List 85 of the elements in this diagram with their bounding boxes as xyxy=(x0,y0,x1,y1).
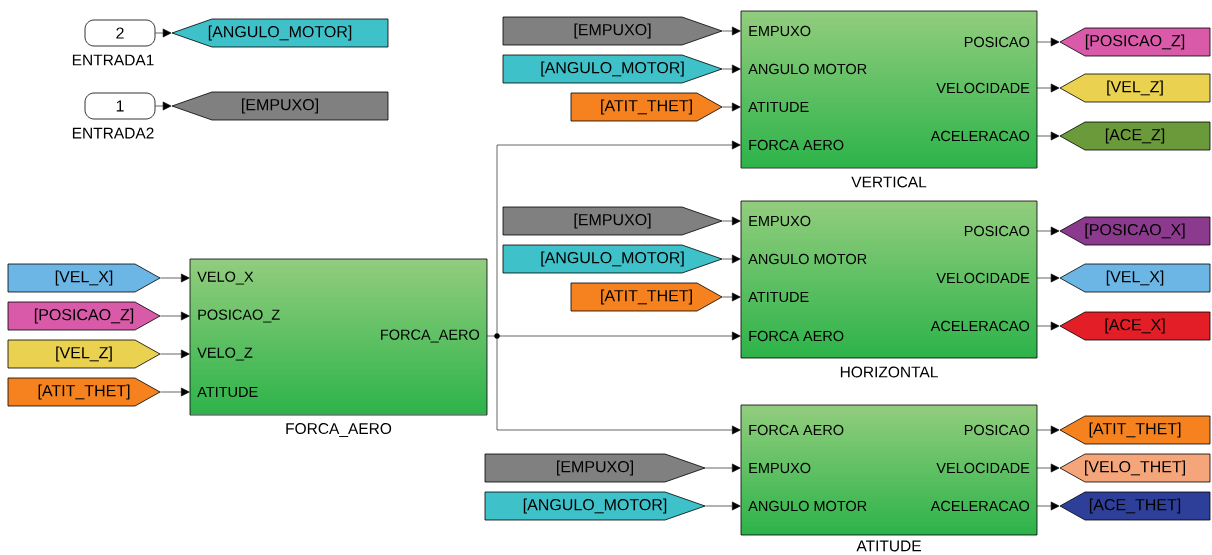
inport-block: 2 xyxy=(84,19,156,47)
node-label: ATITUDE xyxy=(748,291,809,303)
signal-tag: [ANGULO_MOTOR] xyxy=(484,491,706,521)
subsystem-block: EMPUXO ANGULO MOTOR ATITUDE FORCA AERO POSICAO VELOCIDADE ACELERACAO xyxy=(740,200,1038,359)
signal-tag: [VEL_Z] xyxy=(1059,73,1211,103)
subsystem-block: VELO_X POSICAO_Z VELO_Z ATITUDE FORCA_AERO xyxy=(189,258,488,416)
block-name: ENTRADA2 xyxy=(72,127,154,139)
signal-tag: [ANGULO_MOTOR] xyxy=(502,244,723,274)
arrow xyxy=(1036,37,1060,47)
signal-tag: [POSICAO_Z] xyxy=(1059,27,1211,57)
signal-tag: [POSICAO_X] xyxy=(1059,216,1211,246)
node-label: ACELERACAO xyxy=(930,320,1030,332)
signal-tag: [ATIT_THET] xyxy=(1059,415,1211,445)
signal-tag: [ACE_X] xyxy=(1059,311,1211,341)
signal-tag: [ATIT_THET] xyxy=(570,92,723,122)
signal-tag: [VEL_X] xyxy=(7,263,161,293)
arrow xyxy=(721,64,741,74)
arrow xyxy=(159,273,190,283)
block-name: FORCA_AERO xyxy=(286,423,392,437)
node-label: ATITUDE xyxy=(197,386,258,398)
arrow xyxy=(1036,273,1060,283)
arrow xyxy=(496,140,741,150)
signal-tag: [ATIT_THET] xyxy=(7,377,161,407)
block-name: HORIZONTAL xyxy=(840,366,938,378)
inport-block: 1 xyxy=(84,92,156,120)
node-label: ANGULO MOTOR xyxy=(748,63,867,75)
node-label: VELOCIDADE xyxy=(936,462,1030,474)
node-label: VELOCIDADE xyxy=(936,272,1030,284)
signal-tag: [VELO_THET] xyxy=(1059,453,1211,483)
signal-tag: [EMPUXO] xyxy=(502,206,723,236)
signal-tag: [EMPUXO] xyxy=(484,453,706,483)
signal-tag: [VEL_X] xyxy=(1059,263,1211,293)
arrow xyxy=(704,501,741,511)
node-label: VELO_Z xyxy=(197,347,253,361)
subsystem-block: EMPUXO ANGULO MOTOR ATITUDE FORCA AERO POSICAO VELOCIDADE ACELERACAO xyxy=(740,10,1038,169)
arrow xyxy=(1036,425,1060,435)
arrow xyxy=(721,26,741,36)
arrow xyxy=(1036,321,1060,331)
arrow xyxy=(155,28,172,38)
node-label: ATITUDE xyxy=(748,101,809,113)
arrow xyxy=(496,425,741,435)
node-label: POSICAO xyxy=(964,36,1030,48)
node-label: ACELERACAO xyxy=(930,130,1030,142)
block-name: ATITUDE xyxy=(856,540,921,552)
arrow xyxy=(1036,131,1060,141)
arrow xyxy=(721,102,741,112)
signal-tag: [ANGULO_MOTOR] xyxy=(502,54,723,84)
block-name: VERTICAL xyxy=(851,176,927,188)
signal-tag: [POSICAO_Z] xyxy=(7,301,161,331)
arrow xyxy=(159,311,190,321)
arrow xyxy=(1036,226,1060,236)
arrow xyxy=(721,254,741,264)
arrow xyxy=(721,292,741,302)
arrow xyxy=(155,101,172,111)
arrow xyxy=(159,349,190,359)
node-label: POSICAO xyxy=(964,424,1030,436)
node-label: FORCA AERO xyxy=(749,139,844,151)
node-label: EMPUXO xyxy=(749,215,811,227)
block-name: ENTRADA1 xyxy=(72,54,154,66)
signal-tag: [VEL_Z] xyxy=(7,339,161,369)
arrow xyxy=(1036,501,1060,511)
signal-tag: [ANGULO_MOTOR] xyxy=(171,18,389,48)
node-label: POSICAO_Z xyxy=(198,309,280,323)
signal-tag: [ATIT_THET] xyxy=(570,282,723,312)
node-label: VELOCIDADE xyxy=(936,82,1030,94)
node-label: FORCA_AERO xyxy=(381,329,480,343)
signal-tag: [EMPUXO] xyxy=(502,16,723,46)
node-label: EMPUXO xyxy=(749,462,811,474)
signal-tag: [ACE_Z] xyxy=(1059,121,1211,151)
subsystem-block: FORCA AERO EMPUXO ANGULO MOTOR POSICAO VELOCIDADE ACELERACAO xyxy=(740,404,1038,536)
node-label: ANGULO MOTOR xyxy=(748,253,867,265)
node-label: ANGULO MOTOR xyxy=(748,500,867,512)
node-label: POSICAO xyxy=(964,225,1030,237)
signal-tag: [EMPUXO] xyxy=(171,91,389,121)
arrow xyxy=(159,387,190,397)
arrow xyxy=(721,216,741,226)
arrow xyxy=(1036,83,1060,93)
arrow xyxy=(1036,463,1060,473)
node-label: ACELERACAO xyxy=(930,500,1030,512)
signal-tag: [ACE_THET] xyxy=(1059,491,1211,521)
node-label: EMPUXO xyxy=(749,25,811,37)
node-label: VELO_X xyxy=(197,271,254,285)
node-label: FORCA AERO xyxy=(749,424,844,436)
arrow xyxy=(704,463,741,473)
node-label: FORCA AERO xyxy=(749,330,844,342)
